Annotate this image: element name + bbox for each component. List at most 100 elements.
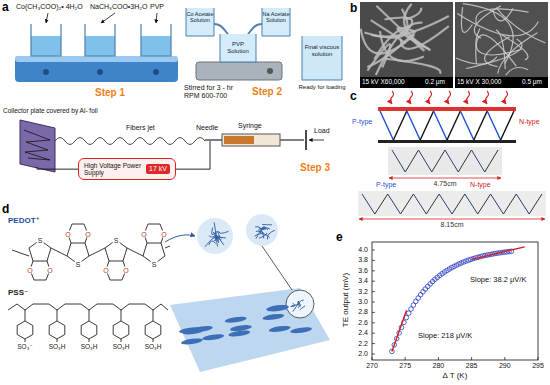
tick-label: 2.0	[348, 350, 368, 358]
beaker	[31, 24, 61, 56]
tick	[372, 260, 375, 261]
knob	[153, 69, 159, 75]
beaker-label: Final viscous solution	[303, 44, 341, 57]
tick	[372, 312, 375, 313]
fiber-mat	[24, 130, 50, 160]
polymer-coil	[197, 218, 233, 254]
te-leg	[487, 111, 500, 140]
sem-images	[360, 2, 548, 88]
heat-arrow	[486, 91, 489, 104]
polymer-name: PEDOT⁺	[8, 217, 40, 226]
tick	[372, 281, 375, 282]
group-label: SO₃H	[144, 344, 163, 351]
nanofiber	[380, 31, 424, 61]
te-leg	[413, 194, 426, 214]
te-leg	[388, 194, 401, 214]
te-leg	[375, 194, 388, 214]
pedot-grain	[224, 316, 247, 324]
text-label: RPM 600-700	[184, 92, 227, 100]
bond	[148, 224, 160, 225]
axis-title: Δ T (K)	[443, 372, 468, 381]
benzene-ring	[17, 321, 33, 339]
te-leg	[491, 194, 504, 214]
hotplate-body	[15, 56, 178, 82]
atom-symbol: O	[84, 231, 91, 238]
bond	[51, 248, 67, 256]
bond	[57, 310, 58, 321]
beaker	[302, 36, 342, 80]
polymer-chain	[209, 241, 216, 245]
scale-bar: 0.2 μm	[425, 78, 445, 85]
bond	[153, 310, 154, 321]
knob	[97, 69, 103, 75]
top-plate	[378, 107, 516, 111]
load-arrow	[309, 140, 324, 141]
bond	[85, 243, 89, 256]
beaker-label: PVP Solution	[221, 41, 255, 54]
tick-label: 3.2	[348, 288, 368, 296]
tick	[372, 302, 375, 303]
fiber-jet	[55, 138, 205, 145]
nanofiber	[364, 9, 407, 38]
magnifier	[286, 290, 314, 318]
syringe-fluid	[224, 136, 254, 144]
heat-arrow	[505, 91, 508, 104]
tube	[214, 24, 228, 34]
bond	[153, 339, 154, 342]
text-label: Stirred for 3 - hr	[184, 84, 233, 92]
panel-letter: d	[2, 203, 9, 216]
tick	[538, 357, 539, 360]
knob	[43, 69, 49, 75]
power-supply-box: High Voltage Power Supply17 kV	[78, 158, 176, 180]
box-label: High Voltage Power Supply	[84, 162, 142, 176]
atom-symbol: O	[140, 231, 147, 238]
nanofiber	[404, 4, 430, 50]
tick-label: 3.6	[348, 267, 368, 275]
heat-arrow	[467, 91, 470, 104]
film	[170, 288, 330, 372]
tick-label: 2.4	[348, 329, 368, 337]
text-label: NaCH₃COO•3H₂O	[90, 3, 147, 11]
tick-label: 4.0	[348, 246, 368, 254]
fit-line	[392, 310, 407, 351]
annotation: Slope: 38.2 μV/K	[470, 276, 526, 284]
polymer-name: PSS⁻	[8, 289, 28, 298]
bond	[109, 261, 123, 262]
bond	[89, 310, 90, 321]
step-label: Step 2	[252, 86, 282, 97]
tick	[405, 357, 406, 360]
tick	[438, 357, 439, 360]
text-label: N-type	[519, 118, 540, 126]
te-leg	[407, 111, 420, 140]
pedot-grain	[290, 326, 313, 334]
te-leg	[419, 150, 432, 172]
tick	[471, 357, 472, 360]
fit-line	[472, 247, 525, 259]
tick	[372, 250, 375, 251]
text-label: Co(CH₃COO)₂• 4H₂O	[16, 3, 83, 11]
needle	[205, 139, 222, 140]
beaker	[220, 34, 256, 62]
te-leg	[485, 150, 498, 172]
sem-image	[455, 2, 548, 88]
chart	[372, 242, 538, 360]
polymer-coil	[246, 214, 278, 246]
pedot-grain	[262, 313, 285, 321]
te-leg	[362, 194, 375, 214]
bond	[29, 248, 33, 261]
thermoelectric-device	[358, 91, 546, 219]
bond	[34, 280, 46, 281]
te-leg	[460, 111, 473, 140]
text-label: N-type	[470, 181, 491, 189]
load-bar	[305, 130, 307, 150]
te-leg	[529, 194, 542, 214]
bond	[123, 248, 127, 261]
dimension-line	[389, 178, 501, 179]
panel-letter: e	[336, 231, 343, 244]
text-label: Syringe	[238, 122, 262, 130]
benzene-ring	[145, 321, 161, 339]
bond	[25, 339, 26, 342]
panel-letter: c	[350, 90, 357, 103]
wire	[176, 141, 210, 169]
